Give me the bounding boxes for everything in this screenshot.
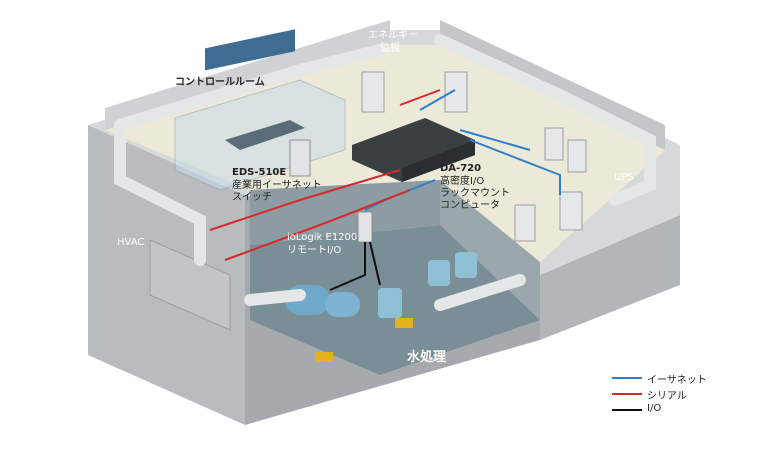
da-desc-line1: 高密度I/O <box>440 176 485 187</box>
ups-label: UPS <box>614 172 634 183</box>
legend-item-serial: シリアル <box>612 386 762 402</box>
tank-5 <box>378 288 402 318</box>
eds-desc-line2: スイッチ <box>232 192 272 203</box>
legend-label-io: I/O <box>647 403 662 414</box>
cabinet-3 <box>514 204 536 242</box>
pump-1 <box>315 352 333 362</box>
iologik-desc-line1: リモートI/O <box>287 245 342 256</box>
eds-model-label: EDS-510E <box>232 167 287 178</box>
energy-label-line2: 監視 <box>380 43 400 54</box>
da-720-front <box>402 140 475 182</box>
energy-label-line1: エネルギー <box>368 30 418 41</box>
legend-swatch-serial <box>612 393 642 395</box>
legend-label-serial: シリアル <box>647 391 687 402</box>
energy-cabinet-2 <box>444 71 468 113</box>
water-treatment-label: 水処理 <box>407 350 447 365</box>
iologik-model-label: ioLogik E1200 <box>287 232 358 243</box>
control-room-label: コントロールルーム <box>175 77 265 88</box>
eds-desc-line1: 産業用イーサネット <box>232 180 322 191</box>
control-desk <box>225 120 305 150</box>
io-lines <box>329 241 381 291</box>
pump-2 <box>395 318 413 328</box>
serial-lines <box>209 89 441 261</box>
da-desc-line3: コンピュータ <box>440 200 500 211</box>
da-desc-line2: ラックマウント <box>440 188 510 199</box>
da-model-label: DA-720 <box>440 163 482 174</box>
legend-label-ethernet: イーサネット <box>647 375 707 386</box>
legend: イーサネット シリアル I/O <box>612 370 762 418</box>
video-wall <box>205 29 295 71</box>
energy-cabinet-1 <box>361 71 385 113</box>
iologik-module <box>357 211 373 243</box>
ups-cabinet-1 <box>544 127 564 161</box>
tank-3 <box>428 260 450 286</box>
hvac-label: HVAC <box>117 237 145 248</box>
duct-right <box>434 34 656 206</box>
legend-swatch-io <box>612 409 642 411</box>
right-outer-wall <box>540 215 680 340</box>
duct-pit <box>244 274 526 311</box>
legend-item-ethernet: イーサネット <box>612 370 762 386</box>
cabinet-4 <box>559 191 583 231</box>
eds-510e-switch <box>289 139 311 177</box>
ups-cabinet-2 <box>567 139 587 173</box>
legend-item-io: I/O <box>612 402 762 418</box>
duct-main <box>114 44 386 266</box>
legend-swatch-ethernet <box>612 377 642 379</box>
tank-2 <box>325 292 360 317</box>
tank-4 <box>455 252 477 278</box>
